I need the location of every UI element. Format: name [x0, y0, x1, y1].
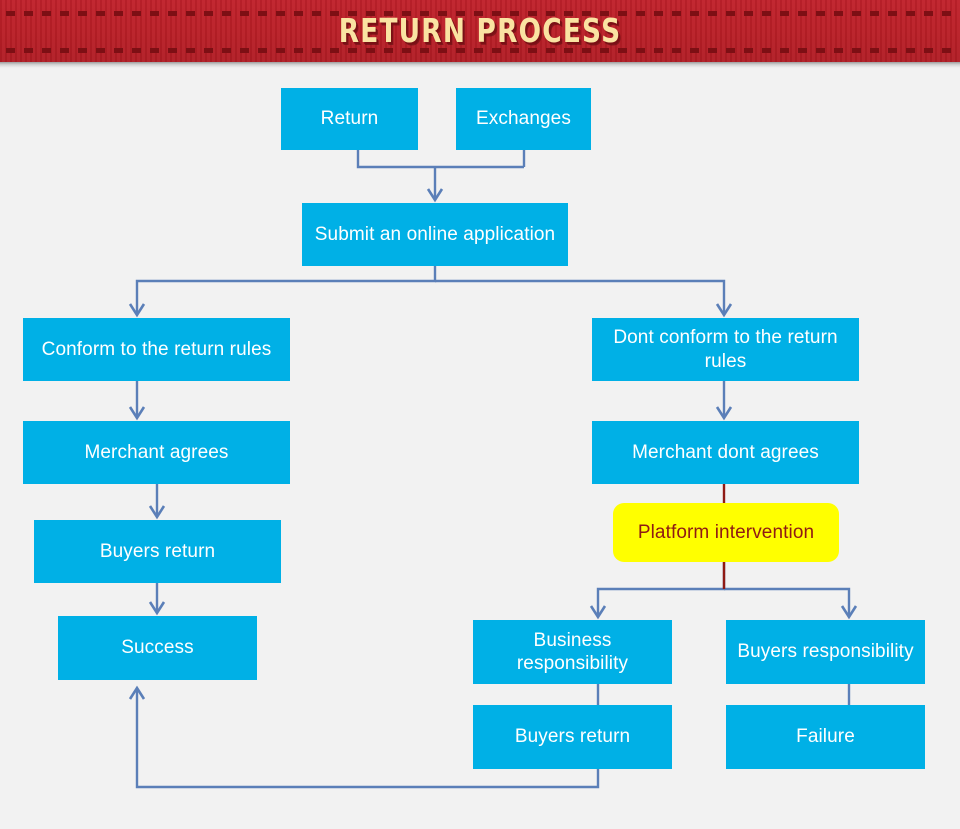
- edge-platform-split: [596, 562, 726, 615]
- arrowhead-success-loop: [128, 685, 146, 700]
- edge-submit-split-right: [435, 279, 726, 313]
- arrowhead-conform: [128, 303, 146, 318]
- node-conform-rules[interactable]: Conform to the return rules: [23, 318, 290, 381]
- node-buyers-return-right[interactable]: Buyers return: [473, 705, 672, 769]
- node-label: Merchant agrees: [84, 441, 229, 463]
- arrowhead-merchant-agrees: [128, 406, 146, 421]
- node-buyers-responsibility[interactable]: Buyers responsibility: [726, 620, 925, 684]
- edge-submit-split: [135, 266, 437, 313]
- page-title: RETURN PROCESS: [338, 11, 622, 50]
- header-banner: RETURN PROCESS: [0, 0, 960, 62]
- node-dont-conform-rules[interactable]: Dont conform to the return rules: [592, 318, 859, 381]
- arrowhead-success: [148, 601, 166, 616]
- banner-shadow: [0, 62, 960, 69]
- node-merchant-dont-agrees[interactable]: Merchant dont agrees: [592, 421, 859, 484]
- arrowhead-dont-conform: [715, 303, 733, 318]
- arrowhead-buyers-return-left: [148, 505, 166, 520]
- node-exchanges[interactable]: Exchanges: [456, 88, 591, 150]
- edge-platform-split-right: [724, 587, 851, 615]
- arrowhead-business-responsibility: [589, 605, 607, 620]
- node-label: Return: [320, 108, 379, 130]
- node-buyers-return-left[interactable]: Buyers return: [34, 520, 281, 583]
- node-failure[interactable]: Failure: [726, 705, 925, 769]
- node-merchant-agrees[interactable]: Merchant agrees: [23, 421, 290, 484]
- node-label: Conform to the return rules: [41, 338, 272, 360]
- node-label: Failure: [796, 726, 855, 748]
- node-label: Merchant dont agrees: [632, 441, 819, 463]
- node-label: Buyers return: [99, 540, 216, 562]
- node-success[interactable]: Success: [58, 616, 257, 680]
- arrowhead-merchant-dont-agrees: [715, 406, 733, 421]
- node-label: Buyers responsibility: [737, 641, 914, 663]
- arrowhead-submit: [426, 188, 444, 203]
- node-label: Exchanges: [476, 108, 571, 130]
- node-return[interactable]: Return: [281, 88, 418, 150]
- node-label: Dont conform to the return rules: [613, 327, 838, 372]
- node-label: Buyers return: [514, 726, 631, 748]
- node-label: Success: [121, 637, 194, 659]
- arrowhead-buyers-responsibility: [840, 605, 858, 620]
- node-label: Business responsibility: [516, 629, 629, 674]
- node-submit-application[interactable]: Submit an online application: [302, 203, 568, 266]
- node-platform-intervention[interactable]: Platform intervention: [613, 503, 839, 562]
- node-business-responsibility[interactable]: Business responsibility: [473, 620, 672, 684]
- edge-return-to-submit: [356, 150, 524, 169]
- node-label: Platform intervention: [637, 521, 815, 543]
- node-label: Submit an online application: [314, 223, 556, 245]
